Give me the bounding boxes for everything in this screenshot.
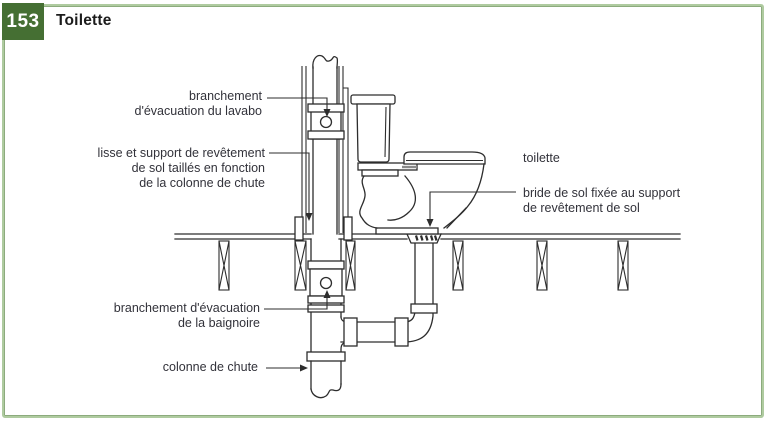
bowl-trap-line [387,175,416,221]
stack-coupling [306,351,346,362]
joist [345,240,356,291]
soil-stack-upper [307,54,345,235]
leader-baignoire [264,297,328,310]
bowl-back [443,163,485,229]
bowl-front [359,175,378,229]
closet-bend-pipe [340,242,438,353]
joist [617,240,629,291]
wall-studs [294,66,353,241]
label-colonne: colonne de chute [163,360,258,375]
colonne-de-chute-pipe [310,360,342,390]
label-line: toilette [523,151,560,165]
label-line: de la colonne de chute [139,176,265,190]
figure-title: Toilette [56,12,112,29]
pipe-break-bottom [310,383,342,399]
toilet-base [375,227,439,235]
leader-lavabo [267,97,328,110]
label-line: de sol taillés en fonction [131,161,265,175]
joist [294,240,307,291]
joist [218,240,230,291]
pipe-break-top [312,54,339,69]
label-toilette: toilette [523,151,560,166]
label-line: branchement d'évacuation [113,301,260,315]
figure-number-badge: 153 [2,3,44,40]
leader-bride [429,191,516,220]
label-line: bride de sol fixée au support [523,186,681,200]
label-line: lisse et support de revêtement [97,146,265,160]
figure-border [2,4,764,418]
label-lavabo: branchement d'évacuation du lavabo [135,89,262,119]
label-lisse: lisse et support de revêtement de sol ta… [98,146,265,191]
toilet [350,94,486,235]
joist [452,240,464,291]
joist [536,240,548,291]
pedestal-edge [446,207,467,229]
label-line: colonne de chute [162,360,258,374]
tank-lid [350,94,396,105]
bathtub-branch-fitting [307,260,345,313]
tank [356,103,391,163]
leader-lisse [269,152,310,214]
floor-support-right [343,216,353,241]
label-line: d'évacuation du lavabo [134,104,262,118]
label-line: de la baignoire [177,316,260,330]
closet-flange [405,233,443,244]
label-bride: bride de sol fixée au support de revêtem… [523,186,680,216]
figure-number: 153 [6,10,40,32]
seat-lid [403,151,486,165]
floor-joists [218,240,629,291]
label-baignoire: branchement d'évacuation de la baignoire [114,301,260,331]
label-line: branchement [189,89,262,103]
soil-stack-lower [306,238,438,399]
label-line: de revêtement de sol [523,201,640,215]
floor [174,233,681,240]
leader-lines [264,97,516,372]
wall-face [343,87,349,217]
floor-support-left [294,216,304,241]
